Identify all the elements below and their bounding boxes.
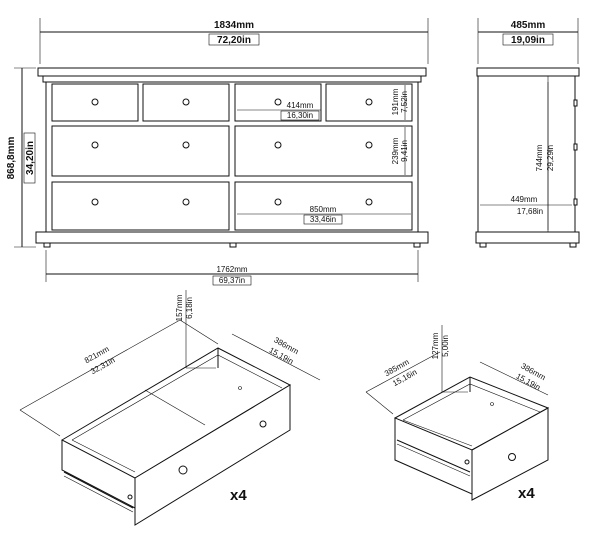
knob	[508, 453, 516, 461]
small-drawer-quantity: x4	[518, 485, 535, 502]
knob	[182, 98, 190, 106]
large-drawer-height-in: 6,18in	[185, 297, 194, 319]
knob	[91, 198, 99, 206]
knob	[91, 141, 99, 149]
plinth	[35, 231, 429, 244]
small-drawer-width-mm: 414mm	[287, 101, 314, 110]
knob	[91, 98, 99, 106]
front-inner-width-mm: 1762mm	[216, 265, 247, 274]
side-body-height-in: 29,29in	[546, 145, 555, 171]
side-depth-mm: 485mm	[511, 20, 546, 31]
knob	[259, 420, 267, 428]
front-view: 1834mm 72,20in 41	[6, 18, 429, 286]
knob	[365, 98, 373, 106]
large-drawer-front	[51, 181, 230, 231]
large-drawer-height-mm: 157mm	[175, 294, 184, 321]
side-top-panel	[476, 67, 580, 77]
large-drawer-width-mm: 850mm	[310, 205, 337, 214]
small-drawer-height-in: 5,00in	[441, 335, 450, 357]
medium-drawer-height-in: 9,41in	[400, 140, 409, 162]
large-drawer-iso: 821mm 32,31in 157mm 6,18in 386mm 15,19in…	[19, 290, 321, 526]
side-plinth	[475, 231, 580, 244]
side-inner-depth-in: 17,68in	[517, 207, 543, 216]
knob	[182, 198, 190, 206]
side-body	[477, 75, 576, 233]
medium-drawer-front	[51, 125, 230, 177]
small-drawer-iso: 385mm 15,16in 127mm 5,00in 386mm 15,19in…	[365, 325, 550, 502]
knob	[178, 465, 188, 475]
side-knob	[573, 198, 578, 206]
side-inner-depth-mm: 449mm	[511, 195, 538, 204]
front-width-mm: 1834mm	[214, 20, 254, 31]
front-width-in: 72,20in	[217, 35, 251, 46]
medium-drawer-height-mm: 239mm	[391, 137, 400, 164]
side-depth-in: 19,09in	[511, 35, 545, 46]
side-body-height-mm: 744mm	[535, 144, 544, 171]
side-view: 485mm 19,09in 744mm 29,29in 449mm 17,68i…	[475, 18, 580, 248]
knob	[274, 141, 282, 149]
front-inner-width-in: 69,37in	[219, 276, 245, 285]
large-drawer-width-in: 33,46in	[310, 215, 336, 224]
large-drawer-quantity: x4	[230, 487, 247, 504]
front-height-mm: 868,8mm	[6, 136, 17, 179]
medium-drawer-front	[234, 125, 413, 177]
large-drawer-front	[234, 181, 413, 231]
front-height-in: 34,20in	[25, 141, 36, 175]
small-drawer-width-in: 16,30in	[287, 111, 313, 120]
small-drawer-height-in: 7,52in	[400, 91, 409, 113]
top-panel	[37, 67, 427, 77]
knob	[182, 141, 190, 149]
small-drawer-height-mm: 127mm	[431, 332, 440, 359]
side-knob	[573, 143, 578, 151]
knob	[274, 98, 282, 106]
small-drawer-height-mm: 191mm	[391, 88, 400, 115]
knob	[365, 198, 373, 206]
side-knob	[573, 99, 578, 107]
knob	[365, 141, 373, 149]
knob	[274, 198, 282, 206]
